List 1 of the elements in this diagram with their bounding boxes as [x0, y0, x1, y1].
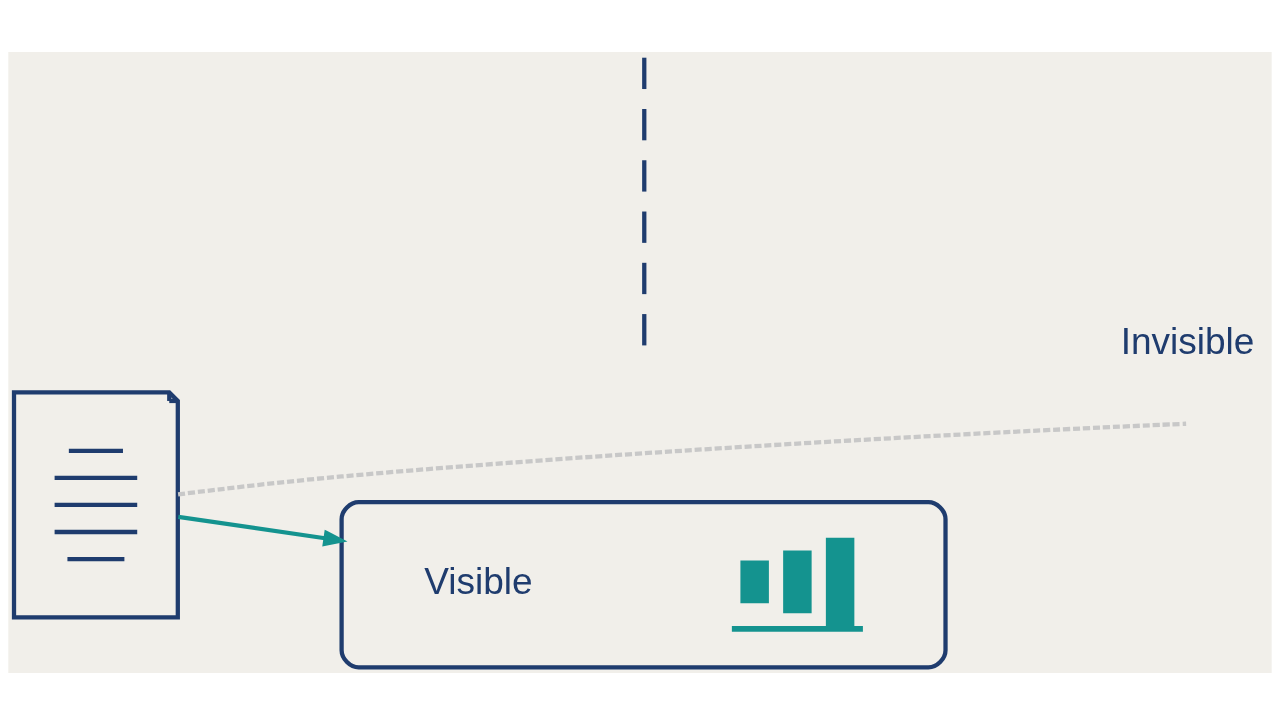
label: Invisible	[1120, 319, 1255, 362]
